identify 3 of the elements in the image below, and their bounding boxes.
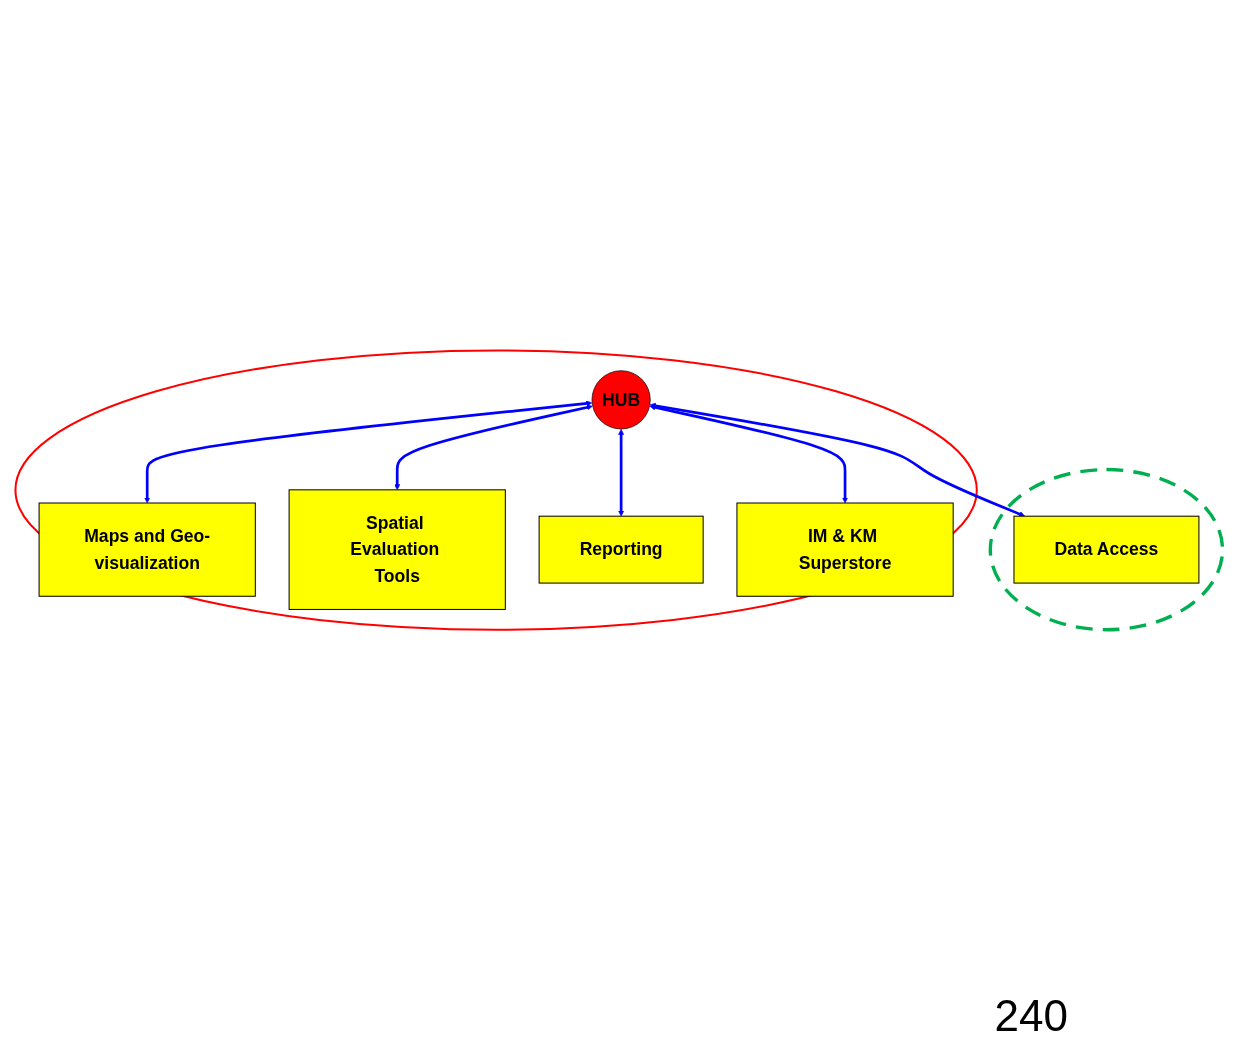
page-number: 240 xyxy=(994,991,1068,1041)
node-box: Data Access xyxy=(1013,515,1200,584)
cluster xyxy=(988,467,1225,632)
